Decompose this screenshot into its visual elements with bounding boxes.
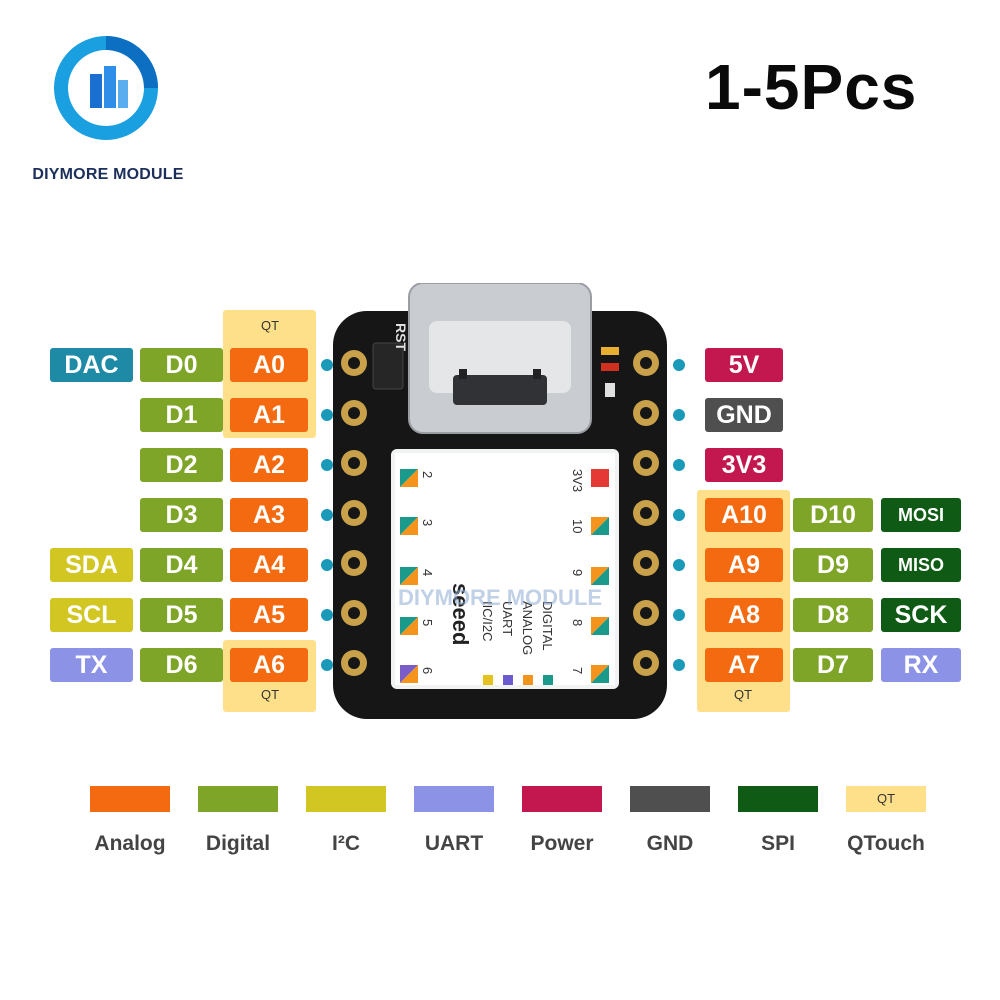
pin-label-sda: SDA: [50, 548, 133, 582]
pin-connector-dot: [673, 359, 685, 371]
pin-label-d6: D6: [140, 648, 223, 682]
module-pin-label-left-1: 3: [420, 519, 435, 526]
module-pin-label-left-3: 5: [420, 619, 435, 626]
qt-label-top-left: QT: [260, 318, 280, 333]
pin-label-a5: A5: [230, 598, 308, 632]
pin-label-a7: A7: [705, 648, 783, 682]
pin-label-gnd: GND: [705, 398, 783, 432]
legend-label-digital: Digital: [205, 832, 271, 855]
module-pin-label-top-left: 2: [420, 471, 435, 478]
legend-swatch-qtouch: [846, 786, 926, 812]
brand-logo-icon: [54, 36, 158, 140]
legend-swatch-qt-text: QT: [876, 791, 896, 806]
pin-connector-dot: [321, 609, 333, 621]
module-legend-uart: UART: [500, 601, 515, 636]
pin-connector-dot: [321, 659, 333, 671]
module-pin-markers-left: [400, 469, 418, 683]
module-pin-label-right-2: 9: [570, 569, 585, 576]
pin-label-d10: D10: [793, 498, 873, 532]
pin-label-a3: A3: [230, 498, 308, 532]
legend-label-gnd: GND: [646, 832, 694, 855]
pin-label-d9: D9: [793, 548, 873, 582]
quantity-label: 1-5Pcs: [705, 51, 918, 123]
legend-label-spi: SPI: [761, 832, 795, 855]
xiao-board: RST 2 3V3 3 4 5 6 10 9 8 7 seeed IIC/I2C…: [333, 283, 667, 719]
pin-label-a1: A1: [230, 398, 308, 432]
pin-label-a10: A10: [705, 498, 783, 532]
module-pin-label-right-1: 10: [570, 519, 585, 533]
module-legend-digital: DIGITAL: [540, 601, 555, 651]
legend-label-power: Power: [530, 832, 594, 855]
pin-label-a4: A4: [230, 548, 308, 582]
reset-button: [372, 342, 404, 390]
pin-connector-dot: [673, 459, 685, 471]
pin-label-mosi: MOSI: [881, 498, 961, 532]
pin-connector-dot: [673, 659, 685, 671]
brand-name: DIYMORE MODULE: [32, 166, 184, 183]
pin-label-d8: D8: [793, 598, 873, 632]
pin-connector-dot: [321, 459, 333, 471]
watermark: DIYMORE MODULE: [397, 585, 603, 610]
pin-connector-dot: [673, 509, 685, 521]
pin-connector-dot: [321, 509, 333, 521]
legend-swatch-spi: [738, 786, 818, 812]
pin-label-tx: TX: [50, 648, 133, 682]
pin-label-d4: D4: [140, 548, 223, 582]
legend-label-i2c: I²C: [332, 832, 360, 855]
legend-swatch-power: [522, 786, 602, 812]
pin-label-d1: D1: [140, 398, 223, 432]
pin-label-rx: RX: [881, 648, 961, 682]
legend-swatch-uart: [414, 786, 494, 812]
legend-swatch-gnd: [630, 786, 710, 812]
pin-label-scl: SCL: [50, 598, 133, 632]
module-pin-label-left-2: 4: [420, 569, 435, 576]
module-pin-markers-right: [591, 469, 609, 683]
pin-label-a2: A2: [230, 448, 308, 482]
pin-connector-dot: [673, 559, 685, 571]
module-legend-analog: ANALOG: [520, 601, 535, 655]
legend-label-qtouch: QTouch: [847, 832, 925, 855]
module-pin-label-top-right: 3V3: [570, 469, 585, 492]
pin-label-d0: D0: [140, 348, 223, 382]
pin-connector-dot: [673, 409, 685, 421]
module-pin-label-left-4: 6: [420, 667, 435, 674]
legend-swatch-digital: [198, 786, 278, 812]
qt-label-bottom-right: QT: [733, 687, 753, 702]
status-led: [601, 347, 619, 355]
pin-label-miso: MISO: [881, 548, 961, 582]
pin-connector-dot: [321, 359, 333, 371]
pin-label-d5: D5: [140, 598, 223, 632]
right-pin-pads: [633, 350, 659, 676]
legend-swatch-analog: [90, 786, 170, 812]
pin-label-a6: A6: [230, 648, 308, 682]
pin-connector-dot: [321, 409, 333, 421]
pin-label-a9: A9: [705, 548, 783, 582]
pin-label-d7: D7: [793, 648, 873, 682]
pin-label-5v: 5V: [705, 348, 783, 382]
legend-label-uart: UART: [424, 832, 484, 855]
pin-label-d3: D3: [140, 498, 223, 532]
legend-swatch-i2c: [306, 786, 386, 812]
module-pin-label-right-4: 7: [570, 667, 585, 674]
pin-label-a0: A0: [230, 348, 308, 382]
pin-label-sck: SCK: [881, 598, 961, 632]
pin-label-3v3: 3V3: [705, 448, 783, 482]
pin-label-d2: D2: [140, 448, 223, 482]
pin-connector-dot: [673, 609, 685, 621]
seeed-logo-text: seeed: [448, 583, 473, 645]
qt-label-bottom-left: QT: [260, 687, 280, 702]
pin-connector-dot: [321, 559, 333, 571]
module-legend-i2c: IIC/I2C: [480, 601, 495, 641]
pin-label-a8: A8: [705, 598, 783, 632]
pin-label-dac: DAC: [50, 348, 133, 382]
module-pin-label-right-3: 8: [570, 619, 585, 626]
legend-label-analog: Analog: [94, 832, 166, 855]
reset-label: RST: [393, 323, 409, 351]
left-pin-pads: [341, 350, 367, 676]
